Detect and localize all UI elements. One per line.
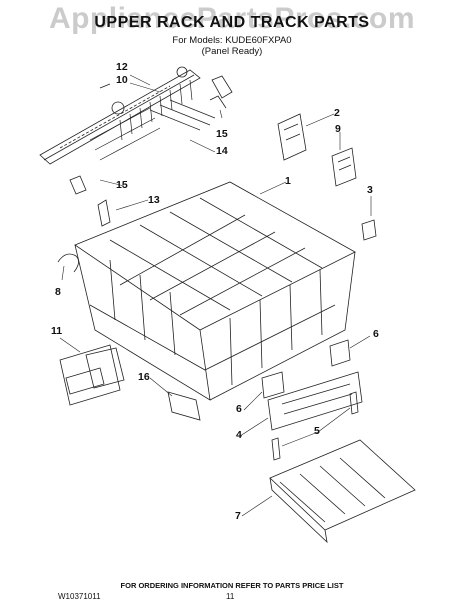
variant-line: (Panel Ready) (201, 46, 263, 57)
callout-6-right: 6 (373, 328, 379, 340)
ordering-note: FOR ORDERING INFORMATION REFER TO PARTS … (120, 581, 344, 590)
leader-lines (59, 74, 372, 517)
stop-clip (361, 219, 377, 241)
document-code: W10371011 (58, 592, 101, 601)
watermark-text: AppliancePartsPros.com (48, 2, 416, 35)
callout-7: 7 (235, 510, 241, 522)
third-rack-tray (269, 439, 416, 544)
page-number: 11 (226, 592, 235, 601)
cup-shelf-assembly (59, 344, 125, 406)
height-adjuster-parts (261, 339, 363, 461)
clip-parts (69, 75, 233, 227)
callout-5: 5 (314, 425, 320, 437)
callout-12: 12 (116, 61, 128, 73)
callout-6-left: 6 (236, 403, 242, 415)
track-rail (39, 66, 201, 165)
callout-2: 2 (334, 107, 340, 119)
callout-16: 16 (138, 371, 150, 383)
upper-rack-basket (74, 181, 356, 401)
callout-3: 3 (367, 184, 373, 196)
callout-8: 8 (55, 286, 61, 298)
callout-15-upper: 15 (216, 128, 228, 140)
page-title: UPPER RACK AND TRACK PARTS (94, 14, 370, 31)
latch-part (57, 253, 79, 273)
clip-16 (167, 391, 201, 421)
callout-15-lower: 15 (116, 179, 128, 191)
callout-13: 13 (148, 194, 160, 206)
callout-14: 14 (216, 145, 228, 157)
callout-4: 4 (236, 429, 242, 441)
model-line: For Models: KUDE60FXPA0 (172, 35, 292, 46)
adjuster-assembly (277, 113, 357, 187)
callout-1: 1 (285, 175, 291, 187)
callout-10: 10 (116, 74, 128, 86)
tine-rows (89, 79, 216, 161)
callout-11: 11 (51, 325, 63, 337)
callout-9: 9 (335, 123, 341, 135)
